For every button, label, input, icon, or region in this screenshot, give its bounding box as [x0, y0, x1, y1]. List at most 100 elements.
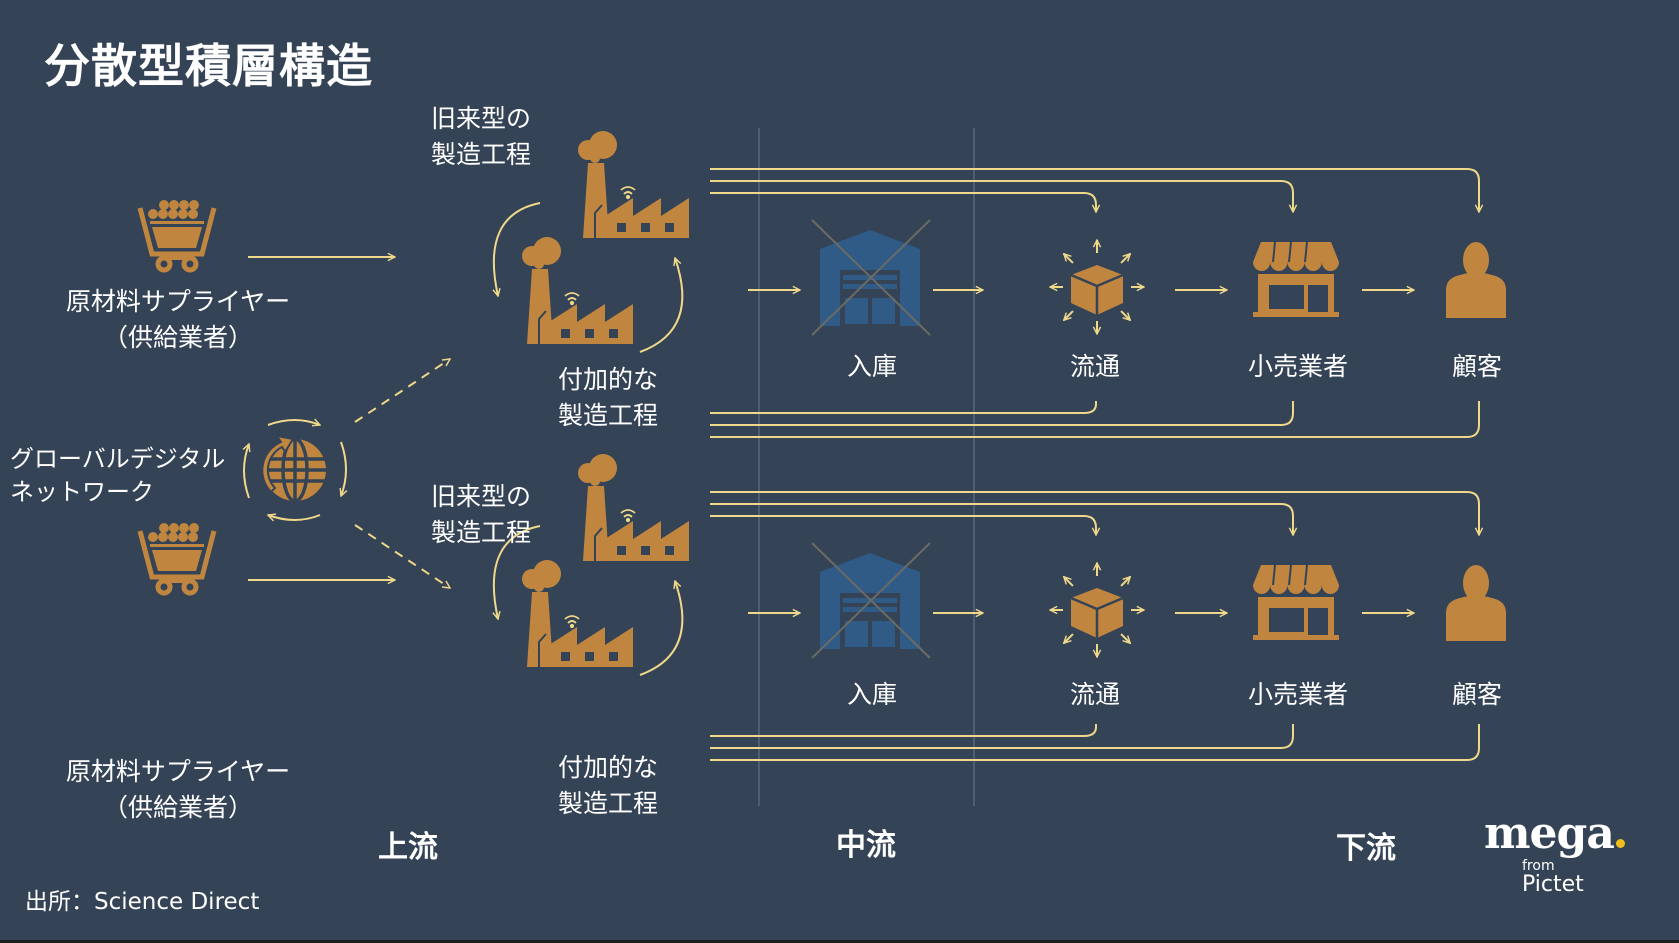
- traditional-label-line2: 製造工程: [431, 518, 532, 547]
- factory-window: [665, 546, 674, 555]
- factory-edge: [594, 204, 603, 238]
- factory-edge: [538, 633, 547, 667]
- supplier-label-top: 原材料サプライヤー （供給業者）: [43, 284, 313, 356]
- spread-arrow: [1120, 254, 1130, 264]
- factory-window: [641, 546, 650, 555]
- awning-scallop: [1253, 585, 1271, 594]
- awning-stripe: [1272, 564, 1276, 586]
- additive-label-line1: 付加的な: [558, 753, 659, 782]
- network-arrow-top: [354, 359, 450, 423]
- return-line-customer: [710, 724, 1480, 761]
- spread-arrow: [1120, 577, 1130, 587]
- traditional-manufacturing-label-top: 旧来型の 製造工程: [431, 101, 531, 173]
- factory-window: [609, 329, 618, 338]
- ore: [158, 532, 168, 542]
- factory-window: [665, 223, 674, 232]
- return-line-customer: [710, 401, 1480, 438]
- cycle-arrow-right: [639, 581, 684, 676]
- logo-from: from: [1522, 858, 1555, 874]
- wifi-dot: [625, 517, 631, 523]
- cart-axle: [166, 579, 188, 583]
- ore: [188, 532, 198, 542]
- return-line-retailer: [710, 401, 1294, 426]
- factory-window: [585, 329, 594, 338]
- crate: [845, 298, 868, 324]
- crate: [872, 621, 895, 647]
- factory-edge: [594, 527, 603, 561]
- store-door: [1308, 608, 1328, 635]
- globe-cycle-icon: [244, 420, 346, 520]
- traditional-label-line1: 旧来型の: [431, 104, 532, 133]
- cross-out-icon: [811, 219, 931, 336]
- distribution-box-icon: [1050, 240, 1144, 334]
- wifi-dot: [625, 194, 631, 200]
- page-title: 分散型積層構造: [44, 39, 373, 93]
- wifi-icon: [620, 186, 636, 200]
- store-base: [1253, 312, 1339, 317]
- factory-edge: [538, 310, 547, 344]
- ore: [159, 200, 169, 210]
- awning-scallop: [1270, 585, 1288, 594]
- direct-line-distribution: [710, 515, 1096, 535]
- factory-window: [561, 652, 570, 661]
- wifi-dot: [569, 300, 575, 306]
- wifi-icon: [564, 615, 580, 629]
- ore: [158, 209, 168, 219]
- awning-top: [1253, 565, 1339, 585]
- cart-axle: [166, 256, 188, 260]
- mine-cart-icon: [137, 523, 217, 596]
- store-door: [1308, 285, 1328, 312]
- warehouse-icon: [811, 542, 931, 659]
- crate: [872, 298, 895, 324]
- chain-label-retailer-top: 小売業者: [1247, 352, 1348, 381]
- cross-line: [811, 542, 931, 659]
- direct-line-customer: [710, 168, 1479, 212]
- box-edges: [1070, 273, 1124, 315]
- traditional-manufacturing-label-bottom: 旧来型の 製造工程: [431, 479, 531, 551]
- cycle-arrow-left: [494, 202, 541, 296]
- ore: [179, 523, 189, 533]
- stage-downstream: 下流: [1336, 831, 1396, 866]
- factory-icon-traditional: [578, 454, 689, 561]
- box-edges: [1070, 596, 1124, 638]
- direct-line-customer: [710, 491, 1479, 535]
- return-line-distribution: [710, 401, 1097, 414]
- ore: [189, 200, 199, 210]
- awning-scallop: [1287, 585, 1305, 594]
- cart-wheel: [181, 578, 199, 596]
- factory-window: [617, 546, 626, 555]
- supplier-label-bottom: 原材料サプライヤー （供給業者）: [43, 754, 313, 826]
- cart-frame: [137, 207, 217, 257]
- ore: [168, 209, 178, 219]
- head: [1463, 242, 1489, 278]
- direct-line-retailer: [710, 503, 1293, 535]
- chain-label-warehouse-top: 入庫: [846, 352, 897, 381]
- ore: [148, 532, 158, 542]
- ore: [169, 200, 179, 210]
- cycle-arrow-right: [639, 258, 684, 353]
- supplier-label-line1: 原材料サプライヤー: [65, 287, 291, 316]
- logo-pictet: Pictet: [1522, 872, 1584, 897]
- customer-icon: [1446, 565, 1506, 641]
- factory-icon-additive: [522, 237, 633, 344]
- factory-icon-traditional: [578, 131, 689, 238]
- ore: [169, 523, 179, 533]
- wifi-arc: [567, 620, 577, 624]
- wifi-icon: [564, 292, 580, 306]
- store-base: [1253, 635, 1339, 640]
- spread-arrow: [1064, 310, 1074, 320]
- store-window: [1269, 608, 1304, 632]
- awning-stripe: [1304, 241, 1308, 263]
- awning-stripe: [1288, 241, 1292, 263]
- stage-upstream: 上流: [378, 830, 438, 865]
- traditional-label-line2: 製造工程: [431, 140, 532, 169]
- awning-scallop: [1287, 262, 1305, 271]
- spread-arrow: [1064, 577, 1074, 587]
- spread-arrow: [1064, 254, 1074, 264]
- additive-label-line1: 付加的な: [558, 365, 659, 394]
- chain-label-distribution-bottom: 流通: [1069, 680, 1120, 709]
- network-label: グローバルデジタル ネットワーク: [10, 443, 225, 509]
- customer-icon: [1446, 242, 1506, 318]
- awning-scallop: [1321, 585, 1339, 594]
